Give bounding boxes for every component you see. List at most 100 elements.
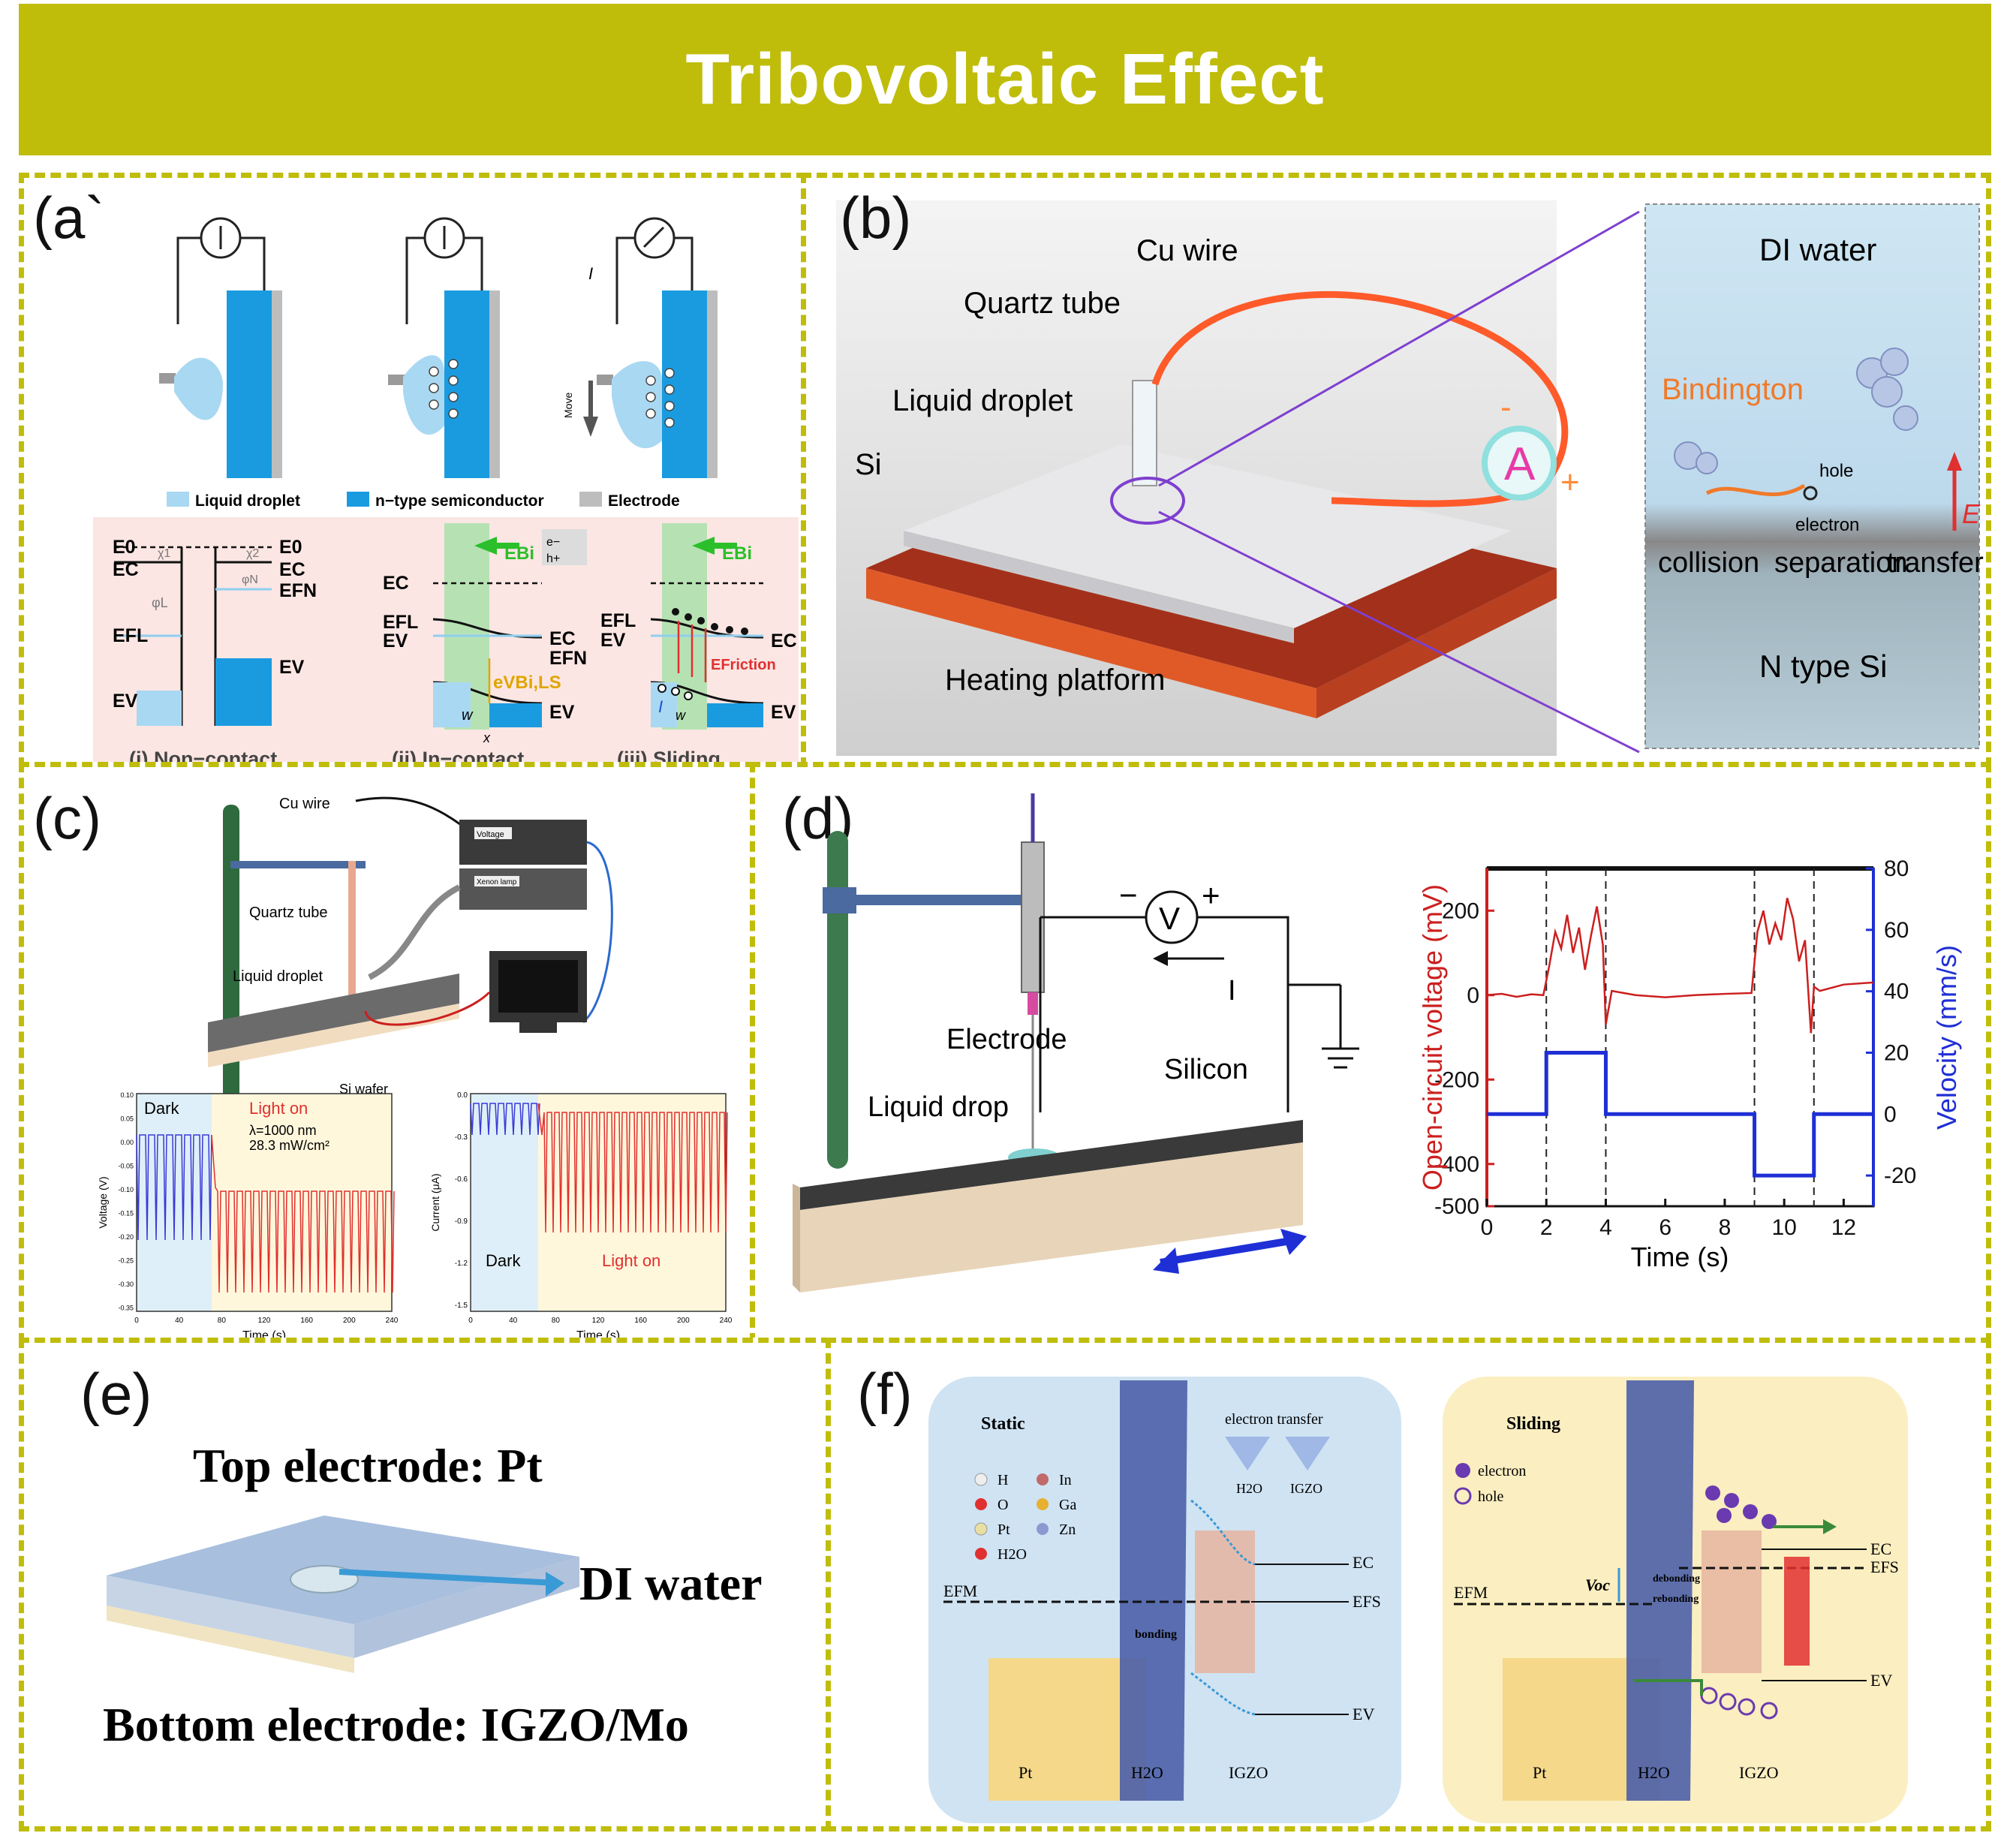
- ammeter-label: A: [1504, 438, 1536, 490]
- plot2-ytick: -0.6: [455, 1175, 468, 1184]
- plot1-ytick: -0.25: [118, 1257, 134, 1265]
- panel-b-label: (b): [840, 185, 911, 251]
- plot1-xtick: 160: [300, 1317, 313, 1325]
- step-collision: collision: [1658, 547, 1759, 579]
- friction-label: EFriction: [711, 657, 776, 673]
- x-tick-label: 12: [1831, 1215, 1856, 1240]
- plus-label: +: [1560, 464, 1580, 501]
- x-label: x: [483, 730, 491, 745]
- quartz-label: Quartz tube: [964, 287, 1121, 320]
- level-ec-sliding: EC: [771, 631, 797, 652]
- band-sliding: EBi EFriction EFL EV EC EV I w (iii) Sli…: [600, 523, 797, 768]
- lamp-box-label: Xenon lamp: [477, 878, 517, 886]
- xenon-lamp: [459, 868, 587, 910]
- voltage-plot: Dark Light on λ=1000 nm 28.3 mW/cm² 0.10…: [97, 1091, 399, 1338]
- plot2-xtick: 200: [677, 1317, 690, 1325]
- atom-ga: Ga: [1059, 1497, 1076, 1513]
- quartz-tube: [1132, 380, 1157, 486]
- drop-label: Liquid drop: [868, 1091, 1009, 1123]
- barrier-label: eVBi,LS: [493, 673, 561, 693]
- minus-label: -: [1500, 389, 1512, 426]
- transfer-label: electron transfer: [1225, 1411, 1323, 1428]
- bindington-label: Bindington: [1662, 373, 1804, 406]
- x-tick-label: 6: [1659, 1215, 1671, 1240]
- current-label-d: I: [1228, 975, 1236, 1007]
- sliding-pt: Pt: [1533, 1763, 1546, 1782]
- sliding-diagram: Sliding Voc debonding rebonding electron…: [1443, 1377, 1908, 1823]
- wavelength-label: λ=1000 nm: [249, 1123, 317, 1138]
- y2-tick-label: 20: [1884, 1040, 1909, 1065]
- plot1-dark-label: Dark: [144, 1099, 179, 1118]
- plot1-xtick: 0: [134, 1317, 139, 1325]
- static-diagram: Static EC EFS EFM EV bonding Pt H2O IGZO…: [928, 1377, 1401, 1823]
- chi-2: χ2: [246, 547, 259, 560]
- transfer-igzo: IGZO: [1290, 1481, 1322, 1496]
- field-ebi-label-sliding: EBi: [722, 543, 752, 564]
- top-electrode-label: Top electrode: Pt: [193, 1439, 543, 1492]
- plot2-xtick: 240: [720, 1317, 733, 1325]
- droplet-label-c: Liquid droplet: [233, 968, 323, 985]
- band-non-contact: E0 EC EFL EV φL χ1 E0 EC EFN EV φN χ2: [113, 537, 317, 726]
- level-efn: EFN: [279, 580, 317, 601]
- y2-tick-label: 80: [1884, 856, 1909, 881]
- level-efl-sliding: EFL: [600, 610, 636, 631]
- legend-liquid: Liquid droplet: [195, 492, 300, 510]
- plot1-ytick: -0.10: [118, 1186, 134, 1193]
- bonding-label: bonding: [1135, 1628, 1177, 1641]
- level-efl: EFL: [113, 625, 148, 646]
- plot2-xtick: 160: [634, 1317, 647, 1325]
- transfer-h2o: H2O: [1236, 1481, 1262, 1496]
- x-tick-label: 8: [1719, 1215, 1732, 1240]
- cuwire-label: Cu wire: [1136, 234, 1238, 267]
- plot2-ylabel: Current (μA): [429, 1173, 441, 1231]
- plot2-ytick: -1.2: [455, 1260, 468, 1268]
- y2-tick-label: -20: [1884, 1163, 1916, 1188]
- plot1-ytick: -0.20: [118, 1233, 134, 1241]
- wafer-label: Si wafer: [339, 1082, 388, 1097]
- chi-1: χ1: [158, 547, 170, 560]
- sliding-efs: EFS: [1870, 1558, 1899, 1576]
- atom-h: H: [997, 1472, 1008, 1488]
- phi-n: φN: [242, 573, 258, 586]
- cuwire-label-c: Cu wire: [279, 796, 330, 812]
- y-tick-label: -500: [1434, 1194, 1479, 1219]
- level-ev-sliding: EV: [600, 630, 626, 651]
- level-e0-left: E0: [113, 537, 136, 558]
- phi-l: φL: [152, 595, 168, 610]
- level-e0-right: E0: [279, 537, 302, 558]
- plot1-xtick: 200: [343, 1317, 356, 1325]
- field-label: E: [1962, 498, 1981, 529]
- caption-sliding: (iii) Sliding: [617, 748, 721, 768]
- droplet-label: Liquid droplet: [892, 384, 1073, 417]
- y-tick-label: 0: [1467, 983, 1479, 1008]
- si-label: Si: [855, 448, 882, 481]
- plot2-xtick: 80: [552, 1317, 561, 1325]
- static-pt: Pt: [1019, 1763, 1032, 1782]
- voltmeter-label: V: [1159, 901, 1180, 936]
- atom-in: In: [1059, 1472, 1072, 1488]
- panel-f-label: (f): [857, 1361, 913, 1427]
- interface-inset: [1644, 203, 1980, 749]
- velocity-series: [1487, 1050, 1873, 1178]
- plot2-xlabel: Time (s): [576, 1329, 620, 1342]
- plot2-xtick: 40: [509, 1317, 518, 1325]
- static-ec: EC: [1353, 1553, 1374, 1572]
- level-ec: EC: [383, 573, 409, 594]
- quartz-label-c: Quartz tube: [249, 904, 328, 921]
- plot1-ytick: -0.35: [118, 1305, 134, 1312]
- sliding-label: Sliding: [1506, 1414, 1560, 1434]
- panel-a: (a` Move I: [19, 173, 807, 768]
- panel-d: (d) V − + I Electrode Silicon Liquid dro…: [750, 762, 1991, 1344]
- atom-pt: Pt: [997, 1521, 1010, 1538]
- title-banner: Tribovoltaic Effect: [19, 4, 1991, 155]
- caption-non-contact: (i) Non−contact: [129, 748, 277, 768]
- ntype-label: N type Si: [1759, 649, 1887, 684]
- chart-ylabel: Open-circuit voltage (mV): [1417, 884, 1448, 1190]
- sliding-ec: EC: [1870, 1539, 1891, 1558]
- plot1-ytick: 0.00: [120, 1139, 134, 1146]
- plot2-xtick: 0: [468, 1317, 473, 1325]
- plot1-ylabel: Voltage (V): [97, 1176, 109, 1228]
- current-label: I: [588, 264, 593, 283]
- caption-in-contact: (ii) In−contact: [392, 748, 524, 768]
- x-tick-label: 4: [1599, 1215, 1612, 1240]
